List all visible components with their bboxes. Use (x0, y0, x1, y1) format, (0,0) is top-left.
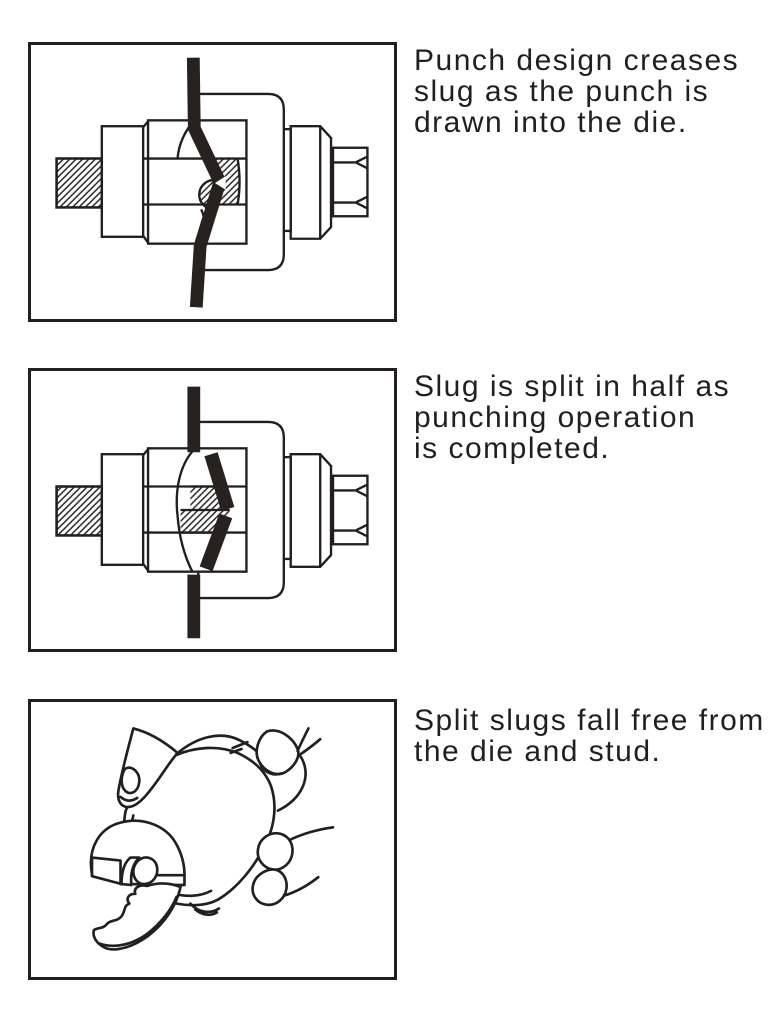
step-3-caption: Split slugs fall free from the die and s… (414, 705, 766, 767)
caption-line: drawn into the die. (414, 106, 688, 139)
step-3-figure-box (28, 699, 397, 980)
bearing-cylinder (280, 125, 333, 240)
step-1-figure-box (28, 42, 397, 322)
die-body (100, 447, 248, 573)
caption-line: slug as the punch is (414, 75, 710, 108)
stud-end-square (331, 146, 369, 218)
caption-line: punching operation (414, 401, 697, 434)
caption-line: Split slugs fall free from (414, 704, 765, 737)
step-1-caption: Punch design creases slug as the punch i… (414, 45, 766, 138)
fingertip-upper (256, 831, 294, 871)
bearing-cylinder (280, 453, 333, 568)
upper-slug-half (89, 819, 186, 887)
draw-stud-threads (55, 157, 104, 209)
caption-line: the die and stud. (414, 735, 662, 768)
thumb-nail (120, 766, 141, 795)
index-finger-edges (276, 727, 322, 812)
draw-stud-threads (55, 485, 104, 537)
caption-line: Slug is split in half as (414, 370, 731, 403)
hand-with-die-and-split-slugs-figure (89, 727, 335, 951)
caption-line: Punch design creases (414, 44, 740, 77)
caption-line: is completed. (414, 432, 611, 465)
step-2-caption: Slug is split in half as punching operat… (414, 371, 766, 464)
hand (116, 727, 335, 907)
sheet-metal-split (187, 386, 235, 639)
punch-die-split-slug-figure (55, 386, 369, 639)
stud-end-square (331, 474, 369, 546)
punch-die-creased-slug-figure (55, 57, 369, 308)
sheet-metal-creased (186, 57, 227, 308)
index-finger-nail (255, 729, 300, 776)
fingertip-lower (251, 868, 288, 907)
lower-slug-half (92, 882, 182, 951)
step-2-figure-box (28, 368, 397, 652)
